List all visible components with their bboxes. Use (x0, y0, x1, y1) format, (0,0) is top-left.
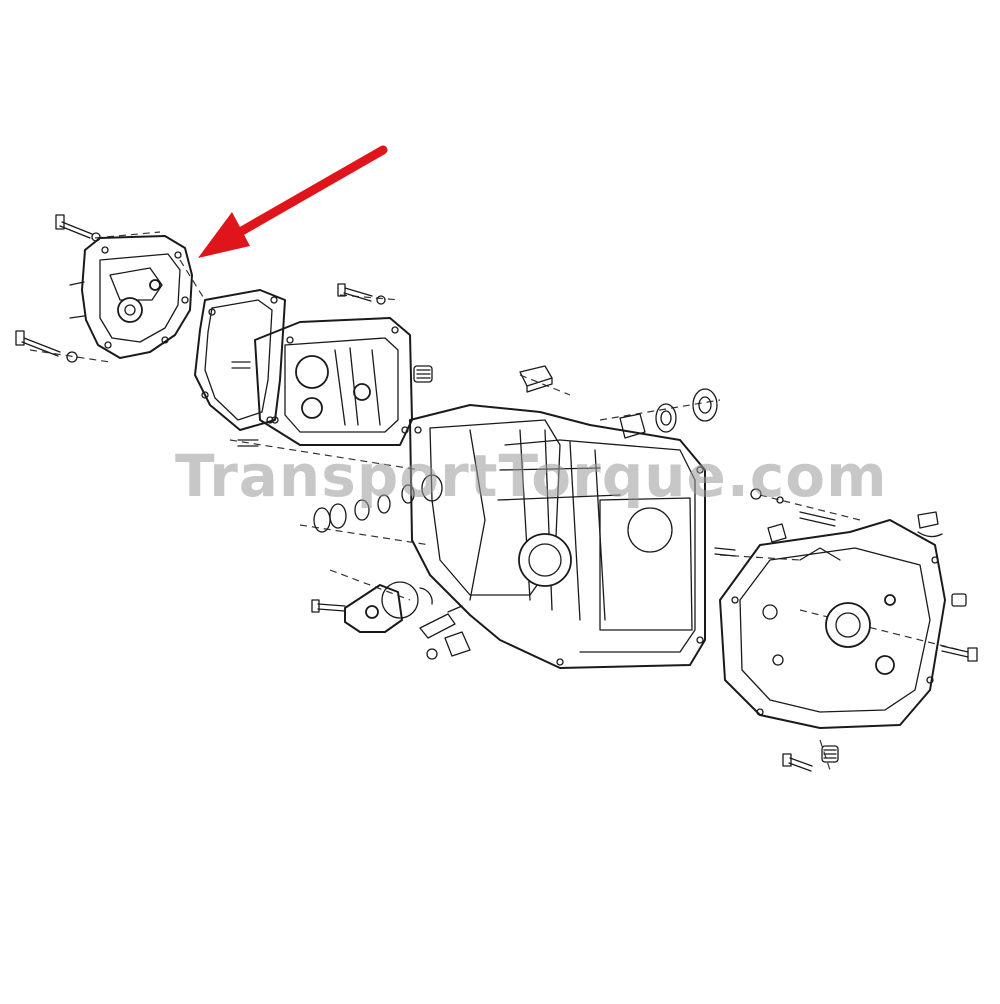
sensor (419, 605, 471, 660)
shift-block (519, 365, 553, 393)
rear-cover (69, 235, 193, 359)
rear-cover-bolts (15, 214, 101, 363)
bearing-set (619, 388, 718, 439)
highlight-arrow (198, 145, 388, 258)
gasket (194, 289, 286, 431)
watermark-text: TransportTorque.com (175, 442, 888, 510)
assembly-guide-lines (29, 231, 961, 771)
seal-stack (313, 474, 443, 533)
main-transmission-case (409, 404, 736, 669)
spring-plug (413, 365, 433, 383)
bell-housing-hardware (750, 488, 978, 772)
extension-bracket (311, 581, 433, 633)
bell-housing (719, 519, 946, 729)
housing-bolt-top (337, 283, 386, 305)
intermediate-housing (231, 317, 413, 447)
